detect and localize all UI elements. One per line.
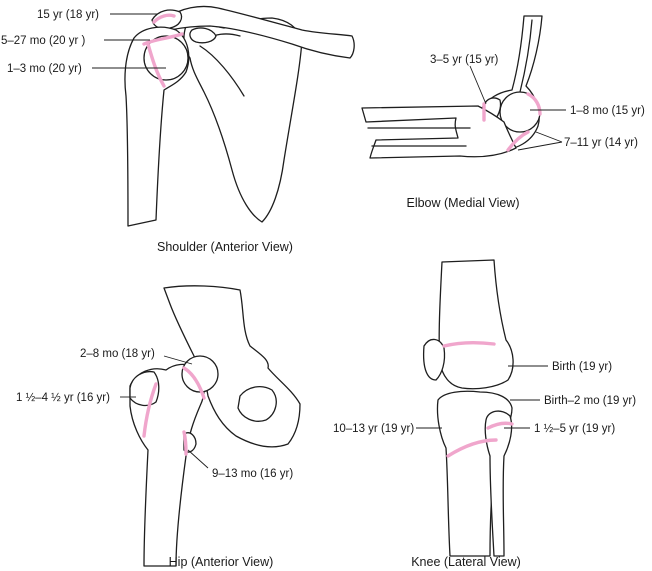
obturator-foramen	[237, 385, 277, 422]
coracoid	[189, 27, 217, 44]
knee-femur	[438, 259, 514, 390]
clavicle	[164, 5, 355, 59]
knee-label-3: 10–13 yr (19 yr)	[333, 423, 414, 435]
elbow-growth-plate-olecranon	[506, 130, 530, 152]
elbow-humerus-inner	[519, 19, 533, 93]
knee-growth-plate-fibula	[486, 421, 514, 430]
elbow-label-3: 7–11 yr (14 yr)	[564, 137, 638, 149]
hip-caption: Hip (Anterior View)	[169, 555, 274, 569]
elbow-panel: 3–5 yr (15 yr) 1–8 mo (15 yr) 7–11 yr (1…	[361, 15, 645, 210]
hip-growth-plate-head	[182, 366, 206, 400]
hip-leaders	[120, 355, 209, 469]
shoulder-growth-plates	[142, 13, 184, 88]
knee-growth-plate-tibia	[446, 438, 498, 458]
fibula	[484, 410, 513, 557]
knee-label-4: 1 ½–5 yr (19 yr)	[534, 423, 615, 435]
hip-growth-plates	[142, 366, 206, 456]
knee-growth-plates	[442, 340, 514, 458]
elbow-growth-plate-trochlea	[526, 92, 542, 116]
shoulder-caption: Shoulder (Anterior View)	[157, 240, 293, 254]
elbow-leader-3b	[517, 141, 563, 151]
patella	[422, 338, 446, 381]
shoulder-label-3: 1–3 mo (20 yr)	[7, 63, 82, 75]
shoulder-label-2: 5–27 mo (20 yr )	[1, 35, 86, 47]
shoulder-growth-plate-head	[142, 32, 184, 46]
scapula	[183, 17, 303, 223]
hip-bones	[129, 285, 301, 567]
knee-label-2: Birth–2 mo (19 yr)	[544, 395, 636, 407]
elbow-label-1: 3–5 yr (15 yr)	[430, 54, 499, 66]
elbow-caption: Elbow (Medial View)	[406, 196, 519, 210]
shoulder-growth-plate-acromion	[152, 13, 176, 24]
knee-leaders	[416, 365, 548, 429]
shoulder-leaders	[92, 13, 166, 69]
hip-leader-3	[187, 449, 209, 469]
shoulder-bones	[124, 5, 355, 227]
hip-panel: 2–8 mo (18 yr) 1 ½–4 ½ yr (16 yr) 9–13 m…	[16, 285, 301, 569]
shoulder-panel: 15 yr (18 yr) 5–27 mo (20 yr ) 1–3 mo (2…	[1, 5, 355, 254]
elbow-growth-plates	[482, 92, 542, 152]
elbow-leader-3a	[535, 131, 563, 143]
elbow-bones	[361, 15, 543, 159]
hip-label-3: 9–13 mo (16 yr)	[212, 468, 293, 480]
shoulder-growth-plate-proximal-humerus	[146, 42, 166, 88]
hip-label-1: 2–8 mo (18 yr)	[80, 348, 155, 360]
elbow-label-2: 1–8 mo (15 yr)	[570, 105, 645, 117]
hip-leader-1	[163, 355, 193, 365]
knee-label-1: Birth (19 yr)	[552, 361, 612, 373]
elbow-leaders	[469, 65, 566, 151]
hip-growth-plate-greater-trochanter	[142, 382, 158, 438]
knee-caption: Knee (Lateral View)	[411, 555, 521, 569]
hip-growth-plate-lesser-trochanter	[182, 430, 188, 456]
knee-panel: Birth (19 yr) Birth–2 mo (19 yr) 10–13 y…	[333, 259, 636, 569]
knee-growth-plate-femur	[442, 340, 496, 348]
shoulder-label-1: 15 yr (18 yr)	[37, 9, 99, 21]
hip-label-2: 1 ½–4 ½ yr (16 yr)	[16, 392, 110, 404]
ulna	[361, 105, 517, 159]
elbow-leader-1	[469, 65, 487, 105]
knee-bones	[422, 259, 514, 557]
